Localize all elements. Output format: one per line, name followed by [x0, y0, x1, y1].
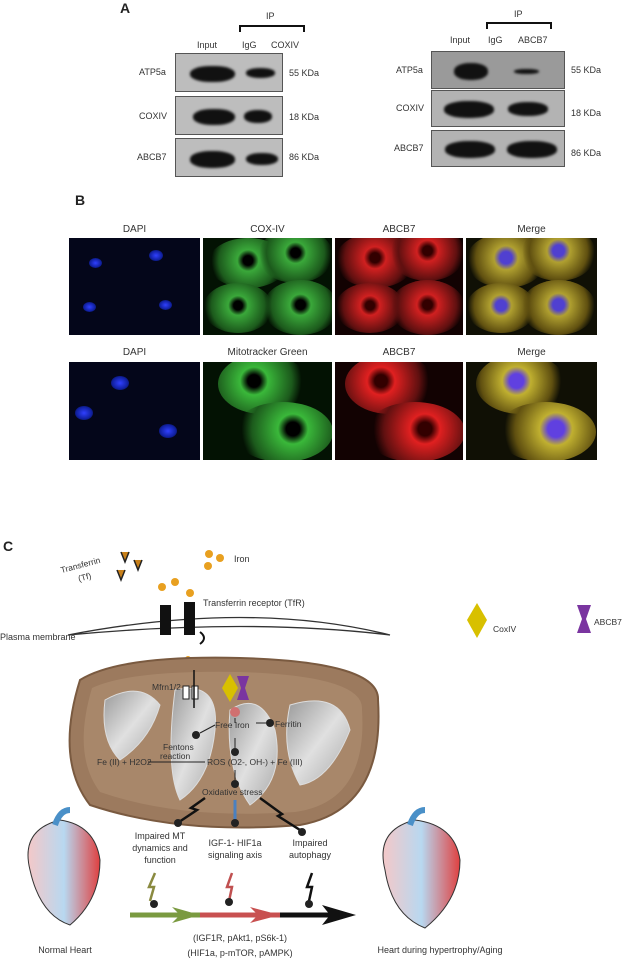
channel-label: Merge — [517, 347, 546, 358]
panel-a-letter: A — [120, 0, 131, 16]
plasma-membrane — [67, 616, 391, 636]
abcb7-legend-label: ABCB7 — [594, 617, 622, 627]
ip-label: IP — [266, 11, 275, 21]
markers-line-1: (IGF1R, pAkt1, pS6k-1) — [192, 933, 288, 943]
ip-bracket — [239, 25, 305, 32]
outcome-autophagy: Impaired autophagy — [270, 837, 350, 861]
micrograph-abcb7-2 — [335, 362, 463, 460]
coxiv-icon — [222, 674, 238, 702]
micrograph-dapi-1 — [69, 238, 200, 335]
size-label: 55 KDa — [571, 65, 602, 75]
outcome-line: autophagy — [288, 850, 332, 860]
lane-label: COXIV — [271, 40, 300, 50]
channel-label: ABCB7 — [382, 224, 416, 235]
mfrn-label: Mfrn1/2 — [152, 682, 181, 692]
micrograph-dapi-2 — [69, 362, 200, 460]
size-label: 18 KDa — [571, 108, 602, 118]
micrograph-merge-2 — [466, 362, 597, 460]
diseased-heart-label: Heart during hypertrophy/Aging — [377, 945, 503, 955]
blot-row-coxiv — [431, 90, 565, 127]
protein-label: ABCB7 — [137, 152, 167, 162]
abcb7-legend-icon — [577, 605, 591, 633]
lane-label: Input — [450, 35, 471, 45]
iron-label: Iron — [234, 554, 250, 564]
protein-label: COXIV — [396, 103, 425, 113]
outcome-line: Impaired MT — [134, 831, 186, 841]
normal-heart-label: Normal Heart — [38, 945, 92, 955]
outcome-line: signaling axis — [207, 850, 263, 860]
outcome-line: Impaired — [292, 838, 328, 848]
protein-label: ATP5a — [139, 67, 166, 77]
outcome-igf1-hif1a: IGF-1- HIF1a signaling axis — [195, 837, 275, 861]
blot-row-abcb7 — [175, 138, 283, 177]
fentons-label: Fentons — [163, 742, 194, 752]
outcome-line: IGF-1- HIF1a — [208, 838, 262, 848]
outcome-line: dynamics and — [132, 843, 188, 853]
protein-label: ABCB7 — [394, 143, 424, 153]
panel-c-letter: C — [3, 538, 14, 554]
lane-label: IgG — [488, 35, 503, 45]
channel-label: ABCB7 — [382, 347, 416, 358]
channel-label: DAPI — [122, 347, 147, 358]
protein-label: ATP5a — [396, 65, 423, 75]
transferrin-receptor-icon — [160, 605, 171, 635]
normal-heart-icon — [27, 807, 101, 926]
micrograph-coxiv — [203, 238, 332, 335]
transferrin-receptor-label: Transferrin receptor (TfR) — [203, 598, 305, 608]
micrograph-mitotracker — [203, 362, 332, 460]
lane-label: ABCB7 — [518, 35, 548, 45]
ferritin-label: Ferritin — [275, 719, 302, 729]
panel-b-letter: B — [75, 192, 86, 208]
protein-label: COXIV — [139, 111, 168, 121]
markers-line-2: (HIF1a, p-mTOR, pAMPK) — [187, 948, 293, 958]
diseased-heart-icon — [382, 807, 461, 929]
ip-label: IP — [514, 9, 523, 19]
blot-row-abcb7 — [431, 130, 565, 167]
channel-label: DAPI — [122, 224, 147, 235]
size-label: 18 KDa — [289, 112, 320, 122]
fe2-label: Fe (II) + H2O2 — [97, 757, 152, 767]
outcome-line: function — [144, 855, 176, 865]
oxidative-stress-label: Oxidative stress — [202, 787, 262, 797]
transferrin-icon — [116, 551, 143, 583]
blot-row-atp5a — [431, 51, 565, 89]
coxiv-legend-icon — [467, 603, 487, 638]
size-label: 86 KDa — [289, 152, 320, 162]
ip-bracket — [486, 22, 552, 29]
blot-row-coxiv — [175, 96, 283, 135]
mfrn-transporter-icon — [182, 685, 190, 700]
reaction-label: reaction — [160, 751, 191, 761]
abcb7-icon — [237, 676, 249, 700]
channel-label: Merge — [517, 224, 546, 235]
channel-label: Mitotracker Green — [227, 347, 308, 358]
lane-label: IgG — [242, 40, 257, 50]
blot-row-atp5a — [175, 53, 283, 92]
ros-label: ROS (O2-, OH-) + Fe (III) — [207, 757, 303, 767]
plasma-membrane-label: Plasma membrane — [0, 632, 76, 642]
outcome-mt-dynamics: Impaired MT dynamics and function — [120, 830, 200, 866]
channel-label: COX-IV — [250, 224, 285, 235]
lane-label: Input — [197, 40, 218, 50]
micrograph-merge-1 — [466, 238, 597, 335]
mechanism-diagram: Mfrn1/2 Free Iron Ferritin Fentons react… — [27, 550, 591, 929]
free-iron-label: Free Iron — [215, 720, 250, 730]
size-label: 86 KDa — [571, 148, 602, 158]
coxiv-legend-label: CoxIV — [493, 624, 517, 634]
micrograph-abcb7-1 — [335, 238, 463, 335]
size-label: 55 KDa — [289, 68, 320, 78]
